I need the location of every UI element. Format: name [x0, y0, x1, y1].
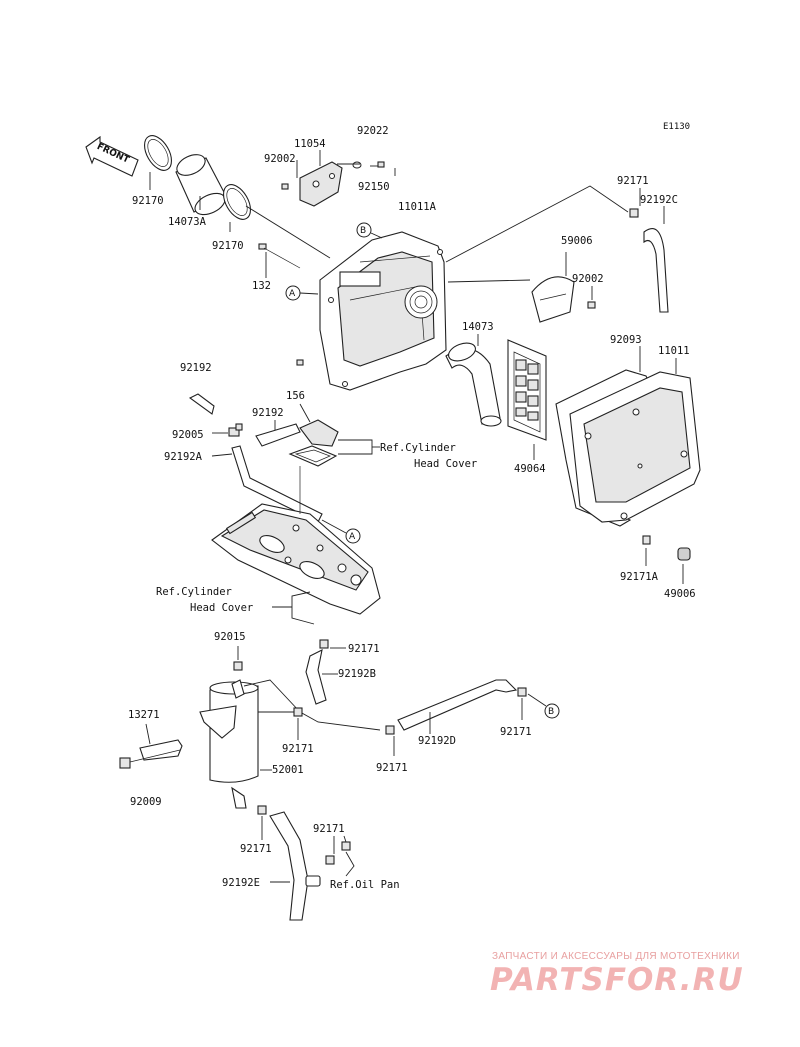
cap-92015[interactable]	[233, 661, 243, 671]
label-92192-left[interactable]: 92192	[180, 362, 212, 374]
cylinder-head-cover[interactable]	[211, 466, 381, 615]
label-92009[interactable]: 92009	[130, 796, 162, 808]
hose-92192D[interactable]	[397, 679, 518, 731]
housing-11011A[interactable]	[319, 231, 447, 391]
label-11011[interactable]: 11011	[658, 345, 690, 357]
label-92005[interactable]: 92005	[172, 429, 204, 441]
bolt-92002-top[interactable]	[281, 183, 289, 190]
clamp-92171-g[interactable]	[325, 841, 351, 865]
clamp-92171-c[interactable]	[293, 707, 303, 717]
bolt-92150[interactable]	[377, 161, 385, 168]
cover-11011[interactable]	[569, 371, 701, 523]
ref-cylinder-head-cover-2b[interactable]: Head Cover	[190, 602, 253, 614]
elbow-14073[interactable]	[445, 340, 502, 427]
label-49064[interactable]: 49064	[514, 463, 546, 475]
diagram-code: E1130	[663, 122, 690, 132]
label-92150[interactable]: 92150	[358, 181, 390, 193]
clamp-92171-b[interactable]	[319, 639, 329, 649]
svg-text:A: A	[349, 532, 356, 542]
washer-92022[interactable]	[352, 161, 362, 169]
label-156[interactable]: 156	[286, 390, 305, 402]
label-11011A[interactable]: 11011A	[398, 201, 437, 213]
label-92170-a[interactable]: 92170	[132, 195, 164, 207]
callout-a-top: A	[285, 285, 319, 301]
label-92015[interactable]: 92015	[214, 631, 246, 643]
bolt-92002-mid[interactable]	[587, 301, 596, 309]
label-92171-d[interactable]: 92171	[376, 762, 408, 774]
cap-49006[interactable]	[677, 547, 691, 561]
ref-oil-pan[interactable]: Ref.Oil Pan	[330, 879, 400, 891]
clamp-92170-lower[interactable]	[218, 180, 256, 224]
label-92171-e[interactable]: 92171	[500, 726, 532, 738]
front-arrow-icon: FRONT	[85, 135, 139, 177]
label-92192-mid[interactable]: 92192	[252, 407, 284, 419]
label-92192B[interactable]: 92192B	[338, 668, 376, 680]
bolt-132[interactable]	[258, 243, 301, 269]
clamp-92171A[interactable]	[642, 535, 651, 545]
watermark-tagline: ЗАПЧАСТИ И АКСЕССУАРЫ ДЛЯ МОТОТЕХНИКИ	[492, 951, 740, 962]
bracket-13271[interactable]	[139, 739, 183, 761]
label-13271[interactable]: 13271	[128, 709, 160, 721]
duct-14073A[interactable]	[174, 151, 229, 219]
hose-92192-mid[interactable]	[255, 423, 301, 447]
hose-92192A[interactable]	[231, 445, 323, 523]
label-92171-b[interactable]: 92171	[348, 643, 380, 655]
label-92171A[interactable]: 92171A	[620, 571, 659, 583]
ref-cylinder-head-cover-2a[interactable]: Ref.Cylinder	[156, 586, 232, 598]
svg-text:A: A	[289, 289, 296, 299]
reed-valve-assembly[interactable]	[288, 419, 339, 467]
hose-92192B[interactable]	[305, 649, 327, 705]
clamp-92170-upper[interactable]	[139, 131, 177, 175]
label-52001[interactable]: 52001	[272, 764, 304, 776]
label-49006[interactable]: 49006	[664, 588, 696, 600]
bolt-92009[interactable]	[119, 749, 181, 769]
callout-a-middle: A	[321, 519, 361, 544]
hose-92192E[interactable]	[269, 811, 321, 921]
label-132[interactable]: 132	[252, 280, 271, 292]
tank-52001[interactable]	[199, 679, 259, 809]
label-92192E[interactable]: 92192E	[222, 877, 260, 889]
label-11054[interactable]: 11054	[294, 138, 326, 150]
clamp-92171-top-right[interactable]	[629, 208, 639, 218]
clamp-92171-f[interactable]	[257, 805, 267, 815]
label-92171-c[interactable]: 92171	[282, 743, 314, 755]
ref-cylinder-head-cover-1b[interactable]: Head Cover	[414, 458, 477, 470]
label-92192C[interactable]: 92192C	[640, 194, 678, 206]
ref-cylinder-head-cover-1a[interactable]: Ref.Cylinder	[380, 442, 456, 454]
valve-59006[interactable]	[531, 276, 575, 323]
label-92002-mid[interactable]: 92002	[572, 273, 604, 285]
callout-b-bottom: B	[527, 693, 560, 719]
filter-element-49064[interactable]	[507, 339, 547, 441]
label-92170-b[interactable]: 92170	[212, 240, 244, 252]
label-14073A[interactable]: 14073A	[168, 216, 207, 228]
hose-92192C[interactable]	[643, 228, 669, 313]
label-92171-f[interactable]: 92171	[240, 843, 272, 855]
fitting-92005[interactable]	[228, 423, 243, 437]
label-92171-tr[interactable]: 92171	[617, 175, 649, 187]
label-92022[interactable]: 92022	[357, 125, 389, 137]
label-92002-top[interactable]: 92002	[264, 153, 296, 165]
label-92171-g[interactable]: 92171	[313, 823, 345, 835]
label-59006[interactable]: 59006	[561, 235, 593, 247]
bolt-small-left[interactable]	[296, 359, 304, 366]
hose-92192-left[interactable]	[188, 393, 215, 415]
bracket-11054[interactable]	[299, 161, 343, 207]
label-14073[interactable]: 14073	[462, 321, 494, 333]
clamp-92171-d[interactable]	[385, 725, 395, 735]
svg-text:B: B	[548, 707, 554, 717]
watermark-brand: PARTSFOR.RU	[490, 962, 744, 998]
label-92093[interactable]: 92093	[610, 334, 642, 346]
callout-b-top: B	[356, 222, 383, 239]
clamp-92171-e[interactable]	[517, 687, 527, 697]
svg-text:B: B	[360, 226, 366, 236]
label-92192A[interactable]: 92192A	[164, 451, 203, 463]
label-92192D[interactable]: 92192D	[418, 735, 456, 747]
